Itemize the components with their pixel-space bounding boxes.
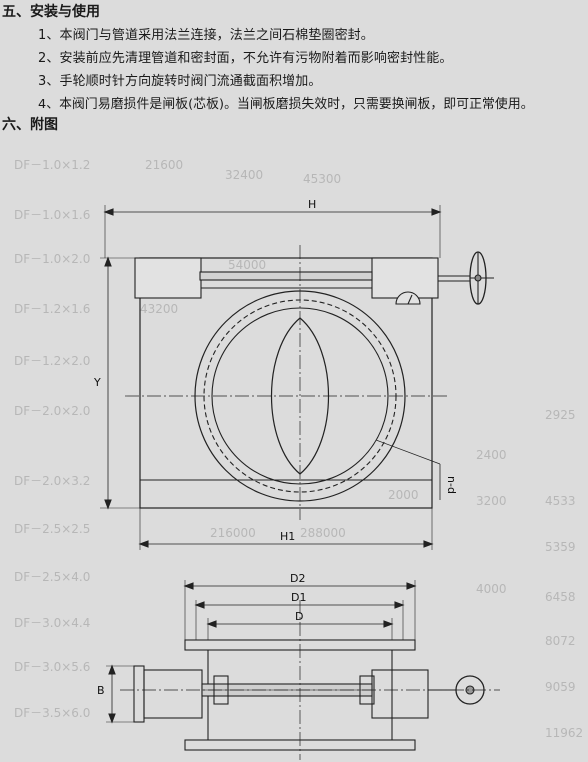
- dim-label-d: D: [295, 610, 303, 623]
- bleed-model-label: DF－1.0×2.0: [14, 252, 91, 266]
- bleed-number: 6458: [545, 590, 576, 604]
- install-item: 3、手轮顺时针方向旋转时阀门流通截面积增加。: [38, 74, 322, 89]
- bleed-number: 288000: [300, 526, 346, 540]
- bleed-model-label: DF－3.0×4.4: [14, 616, 91, 630]
- bleed-model-label: DF－3.5×6.0: [14, 706, 91, 720]
- install-item: 2、安装前应先清理管道和密封面，不允许有污物附着而影响密封性能。: [38, 51, 453, 66]
- bleed-model-label: DF－1.2×1.6: [14, 302, 91, 316]
- bleed-model-label: DF－1.2×2.0: [14, 354, 91, 368]
- bleed-number: 5359: [545, 540, 576, 554]
- bleed-number: 21600: [145, 158, 184, 172]
- bleed-number: 2000: [388, 488, 419, 502]
- bleed-number: 45300: [303, 172, 342, 186]
- section-heading: 五、安装与使用: [2, 4, 100, 20]
- install-item: 4、本阀门易磨损件是闸板(芯板)。当闸板磨损失效时，只需要换闸板，即可正常使用。: [38, 97, 534, 112]
- bleed-model-label: DF－1.0×1.2: [14, 158, 91, 172]
- bleed-model-label: DF－2.0×3.2: [14, 474, 91, 488]
- dim-label-h: H: [308, 198, 316, 211]
- dim-label-d2: D2: [290, 572, 305, 585]
- bleed-number: 32400: [225, 168, 264, 182]
- dim-label-b: B: [97, 684, 105, 697]
- front-view: [100, 205, 494, 550]
- bleed-model-label: DF－3.0×5.6: [14, 660, 91, 674]
- bleed-number: 43200: [140, 302, 179, 316]
- bleed-number: 2925: [545, 408, 576, 422]
- indicator-dial-icon: [395, 291, 421, 305]
- bleed-number: 54000: [228, 258, 267, 272]
- dim-label-h1: H1: [280, 530, 295, 543]
- bleed-model-label: DF－2.5×2.5: [14, 522, 91, 536]
- dim-label-nd: n-d: [445, 476, 458, 494]
- bleed-number: 11962: [545, 726, 584, 740]
- install-item: 1、本阀门与管道采用法兰连接，法兰之间石棉垫圈密封。: [38, 28, 374, 43]
- bleed-model-label: DF－2.0×2.0: [14, 404, 91, 418]
- dim-label-d1: D1: [291, 591, 306, 604]
- dim-label-y: Y: [93, 376, 101, 389]
- bleed-number: 9059: [545, 680, 576, 694]
- section-heading: 六、附图: [2, 117, 58, 133]
- bleed-number: 4000: [476, 582, 507, 596]
- bleed-number: 3200: [476, 494, 507, 508]
- bleed-number: 2400: [476, 448, 507, 462]
- side-view: [106, 580, 500, 760]
- bleed-number: 8072: [545, 634, 576, 648]
- bleed-model-label: DF－2.5×4.0: [14, 570, 91, 584]
- bleed-number: 4533: [545, 494, 576, 508]
- bleed-number: 216000: [210, 526, 256, 540]
- bleed-model-label: DF－1.0×1.6: [14, 208, 91, 222]
